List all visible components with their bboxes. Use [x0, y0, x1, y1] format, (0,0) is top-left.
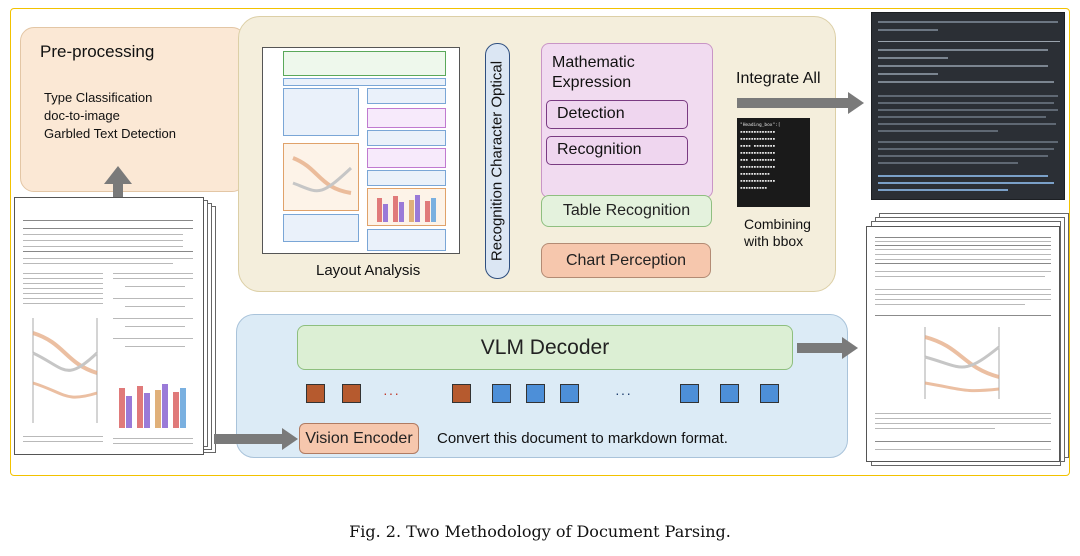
preprocessing-item-type-classification: Type Classification — [44, 90, 153, 105]
arrow-up-shaft — [113, 180, 123, 197]
encoder-arrow-shaft — [214, 434, 284, 444]
text-token — [560, 384, 579, 403]
integrate-all-label: Integrate All — [736, 70, 821, 87]
vision-token — [342, 384, 361, 403]
arrow-right-icon — [848, 92, 864, 114]
input-document-thumbnail — [14, 197, 204, 455]
text-token — [526, 384, 545, 403]
markdown-code-output — [871, 12, 1065, 200]
vision-token — [306, 384, 325, 403]
arrow-up-icon — [104, 166, 132, 184]
vision-token — [452, 384, 471, 403]
table-recognition-box: Table Recognition — [541, 195, 712, 227]
preprocessing-box — [20, 27, 246, 192]
text-token — [492, 384, 511, 403]
decoder-arrow-shaft — [797, 343, 844, 353]
ocr-label: Recognition Character Optical — [488, 60, 506, 262]
preprocessing-item-garbled-text: Garbled Text Detection — [44, 126, 176, 141]
arrow-right-icon — [282, 428, 298, 450]
math-recognition-box: Recognition — [546, 136, 688, 165]
vision-token-ellipsis: ··· — [383, 385, 400, 401]
preprocessing-item-doc-to-image: doc-to-image — [44, 108, 120, 123]
text-token — [680, 384, 699, 403]
layout-analysis-label: Layout Analysis — [316, 262, 421, 279]
math-detection-box: Detection — [546, 100, 688, 129]
text-token — [720, 384, 739, 403]
output-markdown-document — [866, 226, 1060, 462]
combining-bbox-label: Combining with bbox — [744, 216, 811, 249]
text-token — [760, 384, 779, 403]
chart-perception-box: Chart Perception — [541, 243, 711, 278]
arrow-right-icon — [842, 337, 858, 359]
figure-caption: Fig. 2. Two Methodology of Document Pars… — [349, 522, 731, 541]
layout-analysis-document — [262, 47, 460, 254]
outer-frame — [10, 8, 1070, 476]
preprocessing-title: Pre-processing — [40, 42, 155, 61]
ocr-bar — [485, 43, 510, 279]
integrate-arrow-shaft — [737, 98, 850, 108]
text-token-ellipsis: ··· — [615, 385, 632, 401]
vlm-decoder-box: VLM Decoder — [297, 325, 793, 370]
math-expression-title: Mathematic Expression — [552, 54, 635, 91]
prompt-text: Convert this document to markdown format… — [437, 430, 728, 447]
bbox-text-image: "Heading_box":[▪▪▪▪▪▪▪▪▪▪▪▪▪▪▪▪▪▪▪▪▪▪▪▪▪… — [737, 118, 810, 207]
vision-encoder-box: Vision Encoder — [299, 423, 419, 454]
